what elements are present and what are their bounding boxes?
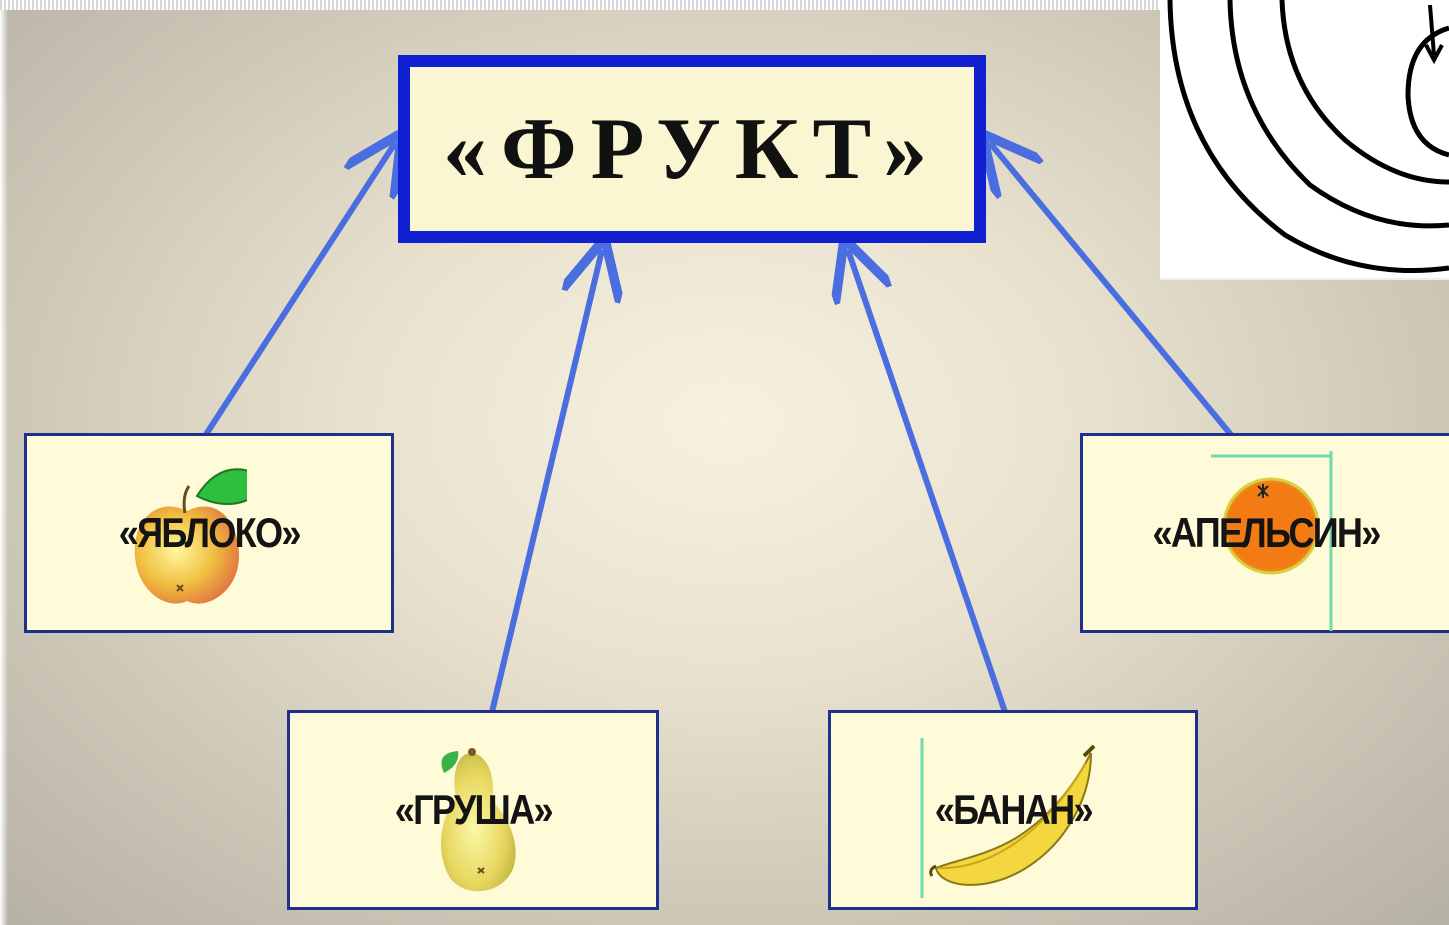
corner-inset-image	[1160, 0, 1449, 280]
child-label-apple: «ЯБЛОКО»	[118, 509, 301, 556]
root-concept-box: «ФРУКТ»	[398, 55, 986, 243]
top-dotted-strip	[0, 0, 1449, 10]
arrow-apple-to-fruit	[202, 143, 395, 438]
left-edge	[0, 10, 8, 925]
apple-icon	[134, 468, 247, 604]
child-box-pear: «ГРУША»	[287, 710, 659, 910]
arrow-pear-to-fruit	[489, 250, 602, 713]
child-label-orange: «АПЕЛЬСИН»	[1152, 509, 1381, 556]
concentric-circles-icon	[1160, 0, 1449, 280]
arrow-banana-to-fruit	[848, 250, 1008, 713]
root-concept-label: «ФРУКТ»	[443, 100, 941, 198]
child-label-banana: «БАНАН»	[934, 786, 1093, 833]
pear-icon	[441, 748, 516, 892]
orange-icon	[1211, 451, 1333, 631]
child-box-apple: «ЯБЛОКО»	[24, 433, 394, 633]
arrow-orange-to-fruit	[990, 143, 1235, 438]
child-box-orange: «АПЕЛЬСИН»	[1080, 433, 1449, 633]
banana-icon	[920, 738, 1096, 898]
child-label-pear: «ГРУША»	[394, 786, 553, 833]
child-box-banana: «БАНАН»	[828, 710, 1198, 910]
